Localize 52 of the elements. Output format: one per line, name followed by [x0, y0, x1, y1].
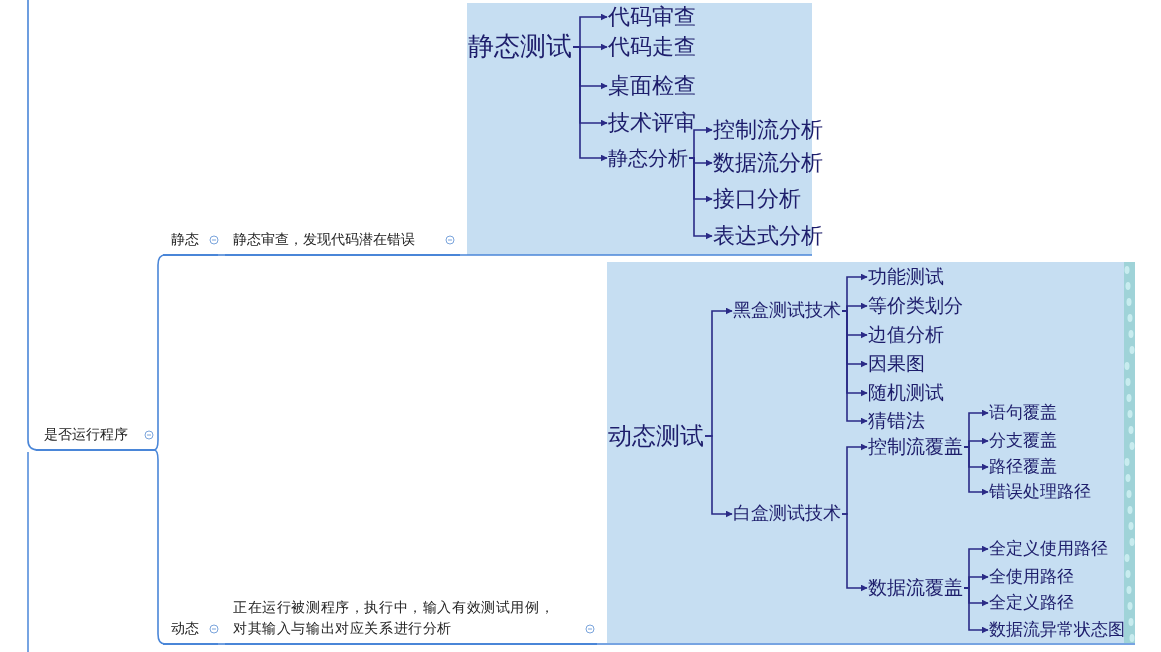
tree-label: 桌面检查	[608, 73, 696, 99]
branch-line	[217, 254, 226, 256]
mind-map-topic	[36, 425, 156, 451]
tree-label: 因果图	[868, 353, 925, 375]
tree-label: 全使用路径	[989, 567, 1074, 587]
tree-label: 分支覆盖	[989, 431, 1057, 451]
topic-text: 静态审查，发现代码潜在错误	[233, 230, 415, 249]
tree-label: 路径覆盖	[989, 457, 1057, 477]
tree-label: 全定义路径	[989, 593, 1074, 613]
mind-map-topic	[163, 230, 218, 256]
tree-label: 代码走查	[608, 34, 696, 60]
branch-line	[217, 643, 226, 645]
topic-text: 是否运行程序	[44, 425, 128, 444]
topic-text: 静态	[171, 230, 199, 249]
arrow	[572, 46, 608, 162]
tree-label: 接口分析	[713, 186, 801, 212]
tree-label: 错误处理路径	[989, 482, 1091, 502]
tree-label: 功能测试	[868, 266, 944, 288]
branch-line	[153, 254, 166, 451]
arrow	[841, 310, 868, 425]
mind-map-topic	[163, 619, 218, 645]
tree-label: 数据流覆盖	[868, 577, 963, 599]
tree-label: 动态测试	[608, 422, 704, 450]
branch-line	[27, 0, 39, 451]
tree-label: 控制流覆盖	[868, 436, 963, 458]
tree-label: 技术评审	[608, 110, 696, 136]
tree-label: 表达式分析	[713, 223, 823, 249]
tree-label: 黑盒测试技术	[733, 301, 841, 321]
tree-label: 白盒测试技术	[733, 504, 841, 524]
mind-map-topic	[225, 230, 460, 256]
branch-line	[459, 254, 813, 256]
branch-line	[596, 643, 1136, 645]
arrow	[704, 435, 733, 518]
image-panel	[607, 262, 1135, 643]
tree-label: 边值分析	[868, 324, 944, 346]
arrow	[963, 446, 989, 496]
tree-label: 数据流分析	[713, 150, 823, 176]
arrow	[963, 587, 989, 634]
branch-line	[153, 449, 166, 645]
tree-label: 猜错法	[868, 410, 925, 432]
tree-label: 静态分析	[608, 147, 688, 169]
tree-label: 代码审查	[608, 4, 696, 30]
tree-label: 随机测试	[868, 382, 944, 404]
tree-label: 语句覆盖	[989, 403, 1057, 423]
tree-label: 等价类划分	[868, 295, 963, 317]
tree-label: 静态测试	[468, 32, 572, 62]
arrow	[841, 513, 868, 592]
tree-label: 数据流异常状态图	[989, 620, 1125, 640]
tree-label: 控制流分析	[713, 117, 823, 143]
topic-text: 正在运行被测程序，执行中，输入有效测试用例，对其输入与输出对应关系进行分析	[233, 598, 556, 638]
tree-label: 全定义使用路径	[989, 539, 1108, 559]
topic-text: 动态	[171, 619, 199, 638]
